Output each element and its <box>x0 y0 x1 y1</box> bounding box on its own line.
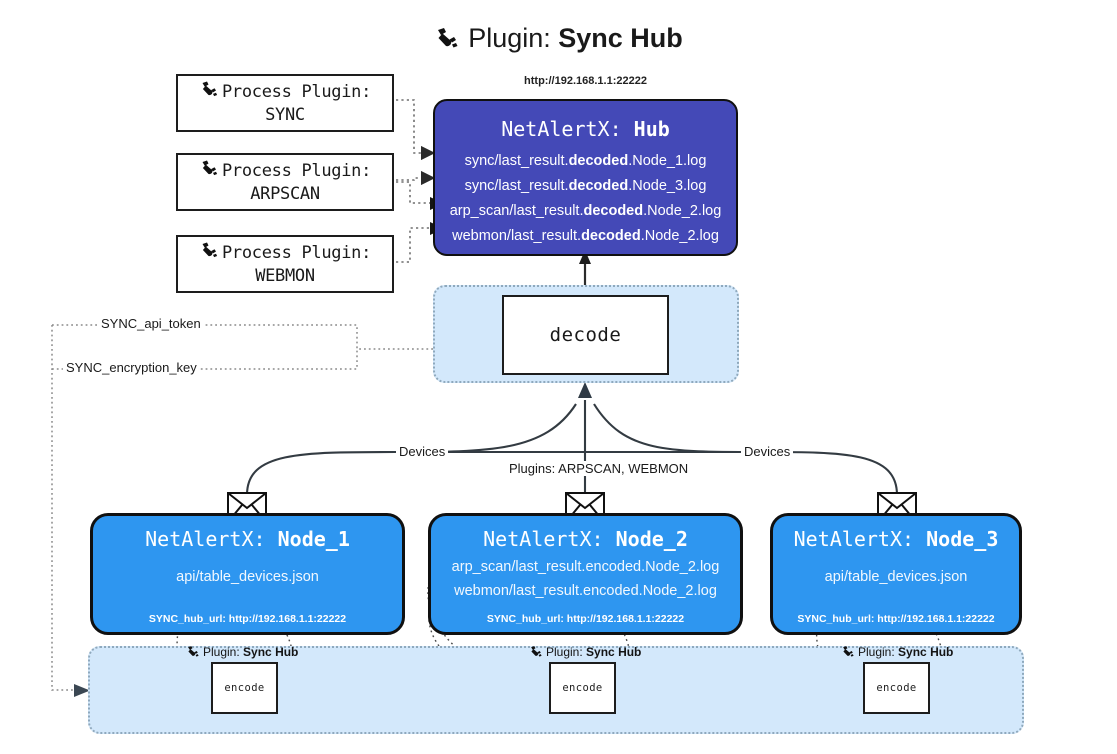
node-prefix: NetAlertX: <box>483 527 604 551</box>
plug-icon <box>529 645 544 661</box>
decode-box[interactable]: decode <box>502 295 669 375</box>
process-plugin-box-arpscan[interactable]: Process Plugin: ARPSCAN <box>176 153 394 211</box>
plug-icon <box>199 159 221 183</box>
hub-node[interactable]: NetAlertX: Hub sync/last_result.decoded.… <box>433 99 738 256</box>
node-box-node-1[interactable]: NetAlertX: Node_1 api/table_devices.json… <box>90 513 405 635</box>
node-line: webmon/last_result.encoded.Node_2.log <box>454 583 717 599</box>
node-box-node-2[interactable]: NetAlertX: Node_2 arp_scan/last_result.e… <box>428 513 743 635</box>
hub-log-line: webmon/last_result.decoded.Node_2.log <box>452 228 719 244</box>
hub-log-line: arp_scan/last_result.decoded.Node_2.log <box>449 203 722 219</box>
plug-icon <box>199 80 221 104</box>
process-plugin-label: Process Plugin: <box>221 243 372 263</box>
process-plugin-name: WEBMON <box>255 266 315 286</box>
encode-box-3[interactable]: encode <box>863 662 930 714</box>
node-name: Node_3 <box>926 527 999 551</box>
edge-label-devices-left: Devices <box>396 444 449 459</box>
process-plugin-name: ARPSCAN <box>250 184 320 204</box>
hub-log-line: sync/last_result.decoded.Node_3.log <box>464 178 707 194</box>
process-plugin-box-webmon[interactable]: Process Plugin: WEBMON <box>176 235 394 293</box>
process-plugin-box-sync[interactable]: Process Plugin: SYNC <box>176 74 394 132</box>
node-name: Node_1 <box>277 527 350 551</box>
plug-icon <box>199 241 221 265</box>
page-title: Plugin: Sync Hub <box>0 16 1117 63</box>
node-line: api/table_devices.json <box>824 569 968 585</box>
node-footer: SYNC_hub_url: http://192.168.1.1:22222 <box>148 613 347 625</box>
node-line: api/table_devices.json <box>176 569 319 585</box>
node-name: Node_2 <box>615 527 688 551</box>
node-line: arp_scan/last_result.encoded.Node_2.log <box>451 559 720 575</box>
process-plugin-label: Process Plugin: <box>221 82 372 102</box>
hub-log-line: sync/last_result.decoded.Node_1.log <box>464 153 707 169</box>
node-prefix: NetAlertX: <box>145 527 266 551</box>
node-footer: SYNC_hub_url: http://192.168.1.1:22222 <box>797 613 995 625</box>
encoder-plugin-label-3: Plugin: Sync Hub <box>841 645 953 661</box>
process-plugin-name: SYNC <box>265 105 305 125</box>
encoder-plugin-label-2: Plugin: Sync Hub <box>529 645 641 661</box>
encoder-plugin-label-1: Plugin: Sync Hub <box>186 645 298 661</box>
edge-label-plugins: Plugins: ARPSCAN, WEBMON <box>506 461 692 476</box>
encode-box-1[interactable]: encode <box>211 662 278 714</box>
plug-icon <box>434 19 462 63</box>
node-prefix: NetAlertX: <box>793 527 915 551</box>
hub-url: http://192.168.1.1:22222 <box>524 75 647 87</box>
hub-prefix: NetAlertX: <box>501 117 622 141</box>
edge-label-devices-right: Devices <box>741 444 794 459</box>
page-title-label: Plugin: <box>468 23 551 53</box>
hub-name: Hub <box>633 117 670 141</box>
secret-label-encryption-key: SYNC_encryption_key <box>63 360 200 375</box>
page-title-name: Sync Hub <box>558 23 683 53</box>
node-box-node-3[interactable]: NetAlertX: Node_3 api/table_devices.json… <box>770 513 1022 635</box>
encode-box-2[interactable]: encode <box>549 662 616 714</box>
node-footer: SYNC_hub_url: http://192.168.1.1:22222 <box>486 613 685 625</box>
plug-icon <box>841 645 856 661</box>
secret-label-api-token: SYNC_api_token <box>98 316 204 331</box>
process-plugin-label: Process Plugin: <box>221 161 372 181</box>
plug-icon <box>186 645 201 661</box>
